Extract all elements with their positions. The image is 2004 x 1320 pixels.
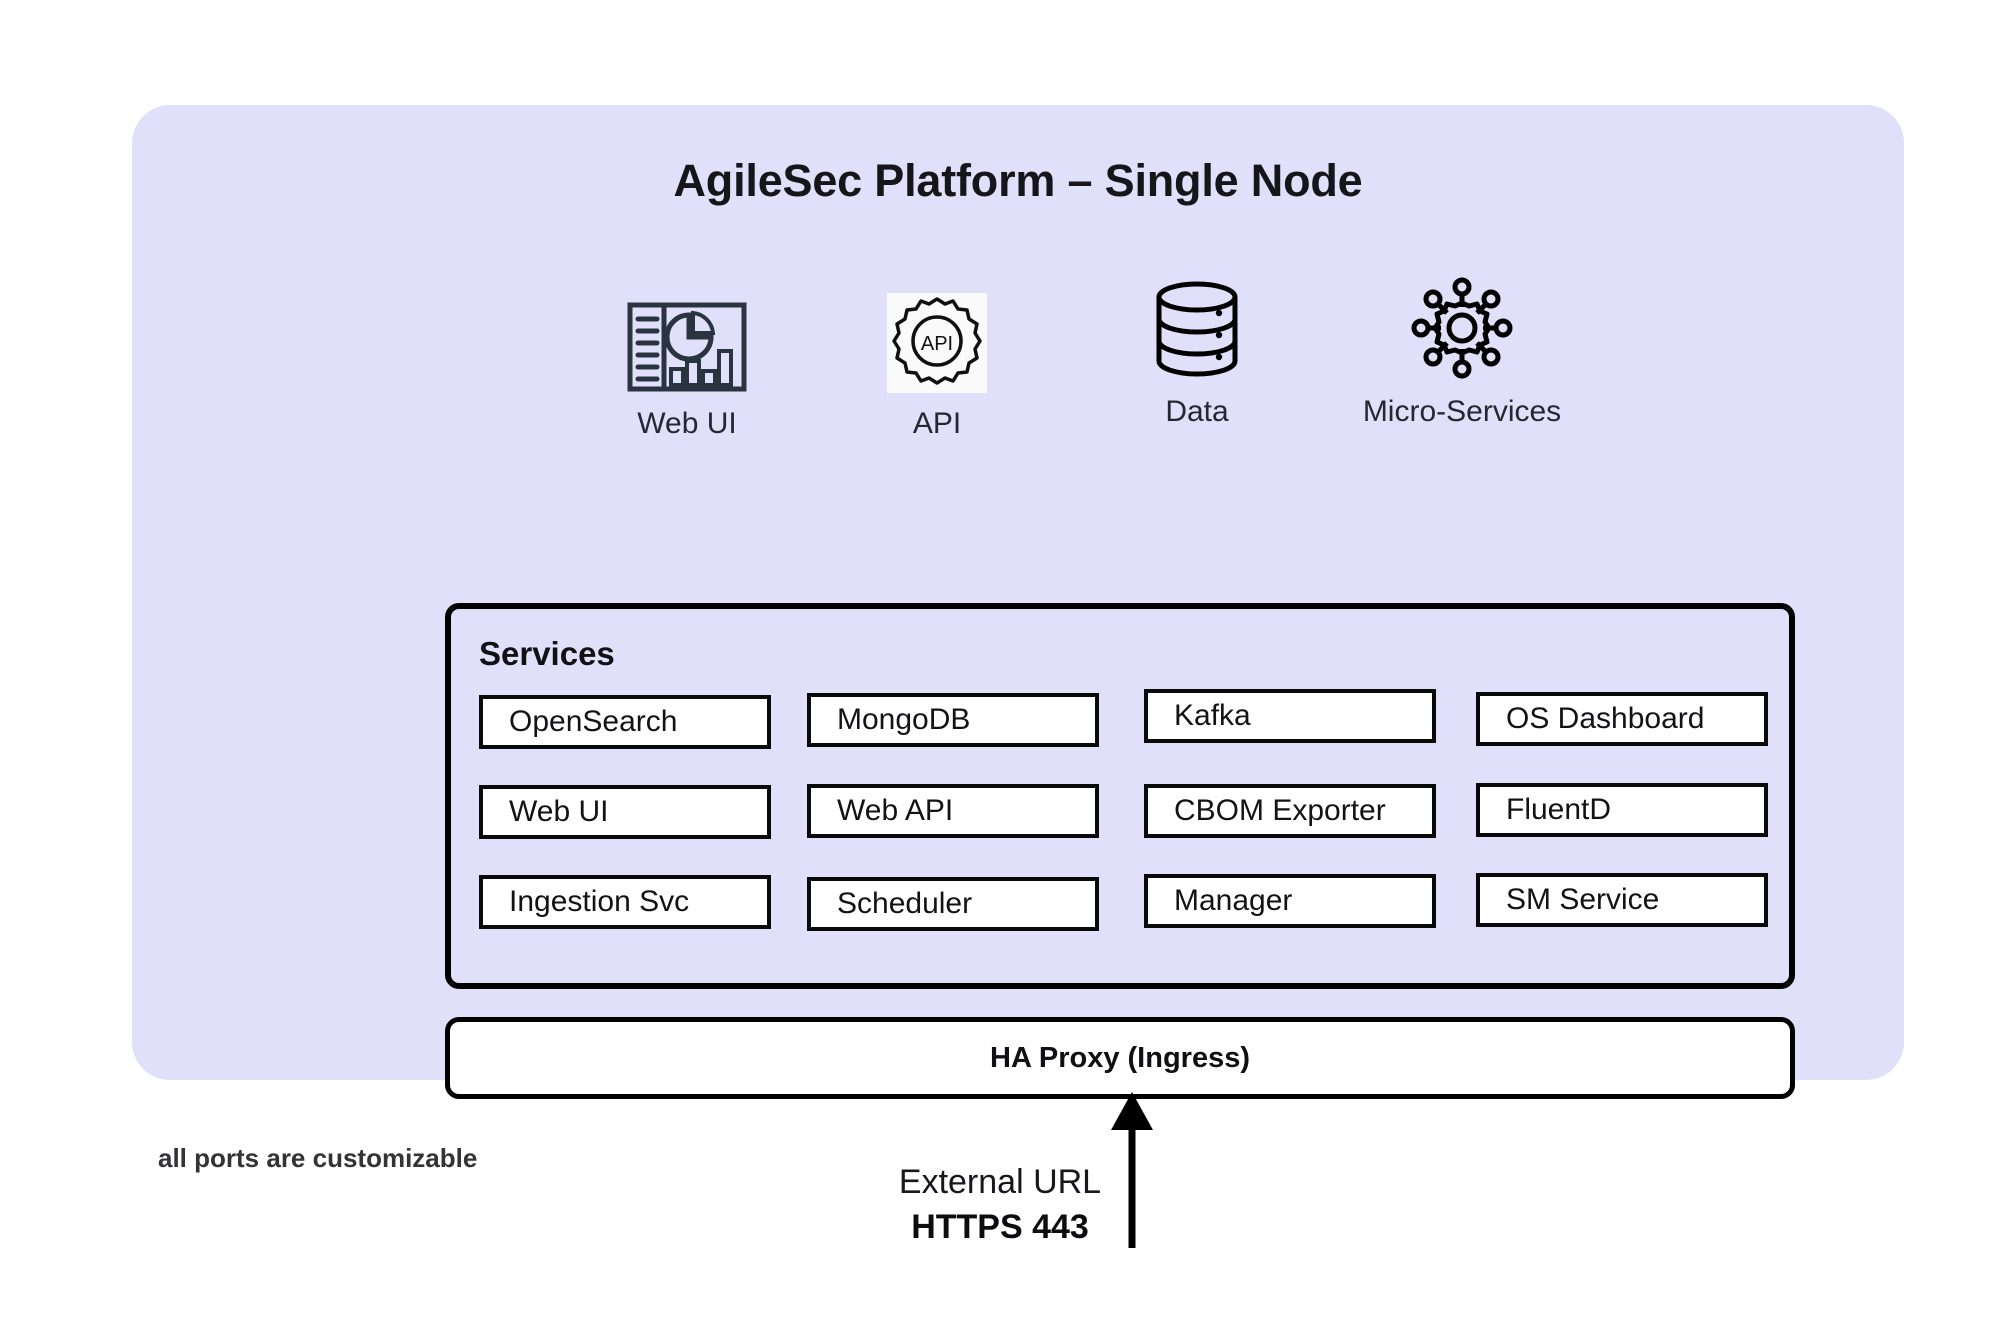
service-chip-manager[interactable]: Manager (1144, 874, 1436, 928)
external-url-label: External URL (898, 1163, 1102, 1201)
service-chip-mongodb[interactable]: MongoDB (807, 693, 1099, 747)
database-icon (1072, 275, 1322, 383)
service-chip-cbom-exporter[interactable]: CBOM Exporter (1144, 784, 1436, 838)
service-chip-opensearch[interactable]: OpenSearch (479, 695, 771, 749)
capability-label: API (912, 407, 962, 440)
service-chip-web-api[interactable]: Web API (807, 784, 1099, 838)
page-title: AgileSec Platform – Single Node (673, 155, 1363, 206)
capability-label: Micro-Services (1362, 395, 1562, 428)
service-chip-web-ui[interactable]: Web UI (479, 785, 771, 839)
ha-proxy-ingress-bar[interactable]: HA Proxy (Ingress) (445, 1017, 1795, 1099)
service-chip-ingestion-svc[interactable]: Ingestion Svc (479, 875, 771, 929)
platform-panel: AgileSec Platform – Single Node (132, 105, 1904, 1248)
ports-customizable-note: all ports are customizable (158, 1143, 478, 1173)
services-heading: Services (479, 635, 615, 672)
service-chip-sm-service[interactable]: SM Service (1476, 873, 1768, 927)
capability-web-ui: Web UI (562, 287, 812, 441)
dashboard-icon (562, 287, 812, 395)
capability-icon-row: Web UI API API (562, 275, 1662, 465)
svg-text:API: API (921, 333, 953, 355)
microservices-hub-icon (1302, 275, 1622, 383)
service-chip-kafka[interactable]: Kafka (1144, 689, 1436, 743)
capability-label: Data (1165, 395, 1229, 428)
capability-api: API API (812, 287, 1062, 441)
api-gear-icon: API (812, 287, 1062, 395)
service-chip-os-dashboard[interactable]: OS Dashboard (1476, 692, 1768, 746)
capability-label: Web UI (637, 407, 737, 440)
services-container: Services OpenSearch Web UI Ingestion Svc… (445, 603, 1795, 989)
up-arrow-icon (1087, 1090, 1177, 1250)
service-chip-fluentd[interactable]: FluentD (1476, 783, 1768, 837)
service-chip-scheduler[interactable]: Scheduler (807, 877, 1099, 931)
external-url-group: External URL HTTPS 443 (760, 1163, 1240, 1247)
capability-data: Data (1072, 275, 1322, 429)
external-url-port: HTTPS 443 (911, 1208, 1089, 1246)
capability-micro-services: Micro-Services (1302, 275, 1622, 429)
